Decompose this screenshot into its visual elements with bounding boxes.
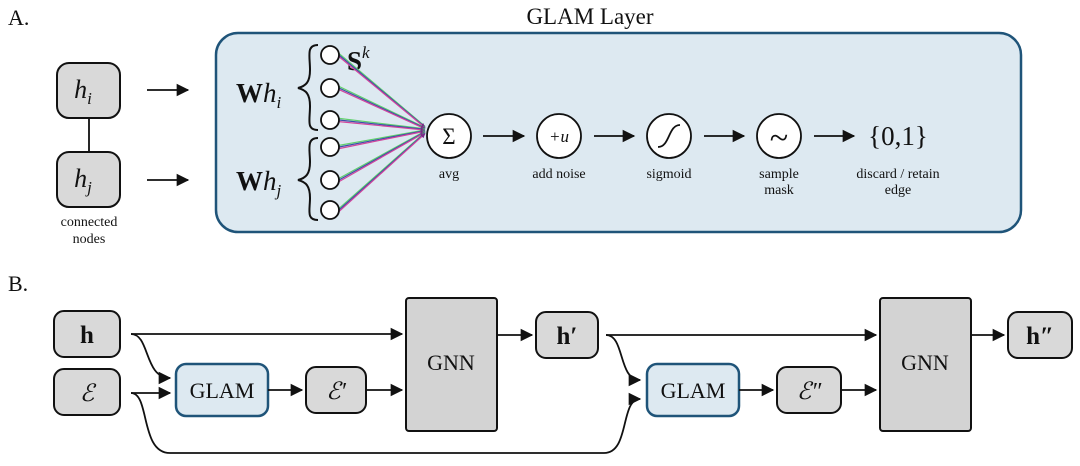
gnn-block-1: [405, 297, 498, 432]
attention-edge: [338, 117, 426, 130]
attention-edge: [338, 131, 426, 183]
attention-edge: [338, 119, 426, 130]
node-hi-text: hi: [74, 75, 92, 108]
arrow-e-to-glam2: [130, 392, 642, 454]
attention-edge: [338, 52, 426, 127]
attention-edge: [338, 89, 426, 130]
panel-a-label: A.: [8, 5, 29, 30]
attention-edge: [338, 131, 426, 181]
feature-circle-i-1: [320, 45, 340, 65]
gnn-block-2-label: GNN: [901, 350, 949, 375]
h-dprime-label: h″: [1026, 323, 1054, 350]
h-node-label: h: [80, 322, 94, 349]
sigmoid-icon: [657, 124, 681, 148]
feature-circle-j-2: [320, 170, 340, 190]
attention-edge: [338, 87, 426, 129]
attention-edges: [338, 52, 426, 213]
output-label-line1: discard / retain: [856, 167, 939, 182]
h-node: [53, 310, 121, 358]
sum-symbol: Σ: [442, 124, 455, 149]
attention-edge: [338, 85, 426, 129]
arrow-h-to-glam1: [130, 333, 172, 385]
e-dprime-label: ℰ″: [797, 379, 823, 405]
e-node-label: ℰ: [80, 381, 97, 407]
h-dprime-node: [1007, 311, 1073, 359]
feature-circle-j-1: [320, 137, 340, 157]
sample-circle: [756, 113, 802, 159]
glam-layer-title: GLAM Layer: [526, 4, 653, 29]
sum-circle: [426, 113, 472, 159]
attention-edge: [338, 129, 426, 150]
wh-j-label: Whj: [236, 166, 282, 200]
panel-b-label: B.: [8, 271, 28, 296]
attention-edge: [338, 54, 426, 128]
node-hj: [56, 151, 121, 208]
attention-edge: [338, 56, 426, 129]
brace-i: [297, 44, 319, 131]
wh-i-label: Whi: [236, 78, 282, 112]
connected-caption-line2: nodes: [73, 232, 106, 247]
feature-circle-j-3: [320, 200, 340, 220]
attention-edge: [338, 130, 426, 179]
e-prime-label: ℰ′: [326, 379, 347, 405]
attention-edge: [338, 121, 426, 133]
glam-block-2-label: GLAM: [661, 378, 726, 403]
attention-edge: [338, 129, 426, 146]
gnn-block-1-label: GNN: [427, 350, 475, 375]
attention-edge: [338, 130, 426, 148]
sum-label: avg: [439, 167, 459, 182]
attention-edge: [338, 133, 426, 213]
s-k-label: Sk: [347, 43, 370, 76]
sample-label-line2: mask: [764, 183, 794, 198]
glam-layer-box: [214, 31, 1023, 234]
noise-label: add noise: [532, 167, 585, 182]
connected-caption-line1: connected: [61, 215, 118, 230]
sample-label-line1: sample: [759, 167, 799, 182]
output-set: {0,1}: [868, 121, 928, 151]
node-hj-text: hj: [74, 164, 92, 197]
gnn-block-2: [879, 297, 972, 432]
e-node: [53, 368, 121, 416]
sigmoid-label: sigmoid: [646, 167, 691, 182]
arrow-h-prime-to-glam2: [605, 334, 642, 387]
feature-circle-i-2: [320, 78, 340, 98]
sample-symbol: ~: [770, 120, 788, 157]
noise-circle: [536, 113, 582, 159]
noise-symbol: +u: [549, 127, 569, 146]
glam-block-1-label: GLAM: [190, 378, 255, 403]
brace-j: [297, 137, 319, 221]
output-label-line2: edge: [885, 183, 911, 198]
feature-circle-i-3: [320, 110, 340, 130]
h-prime-node: [535, 311, 599, 359]
h-prime-label: h′: [557, 323, 578, 350]
